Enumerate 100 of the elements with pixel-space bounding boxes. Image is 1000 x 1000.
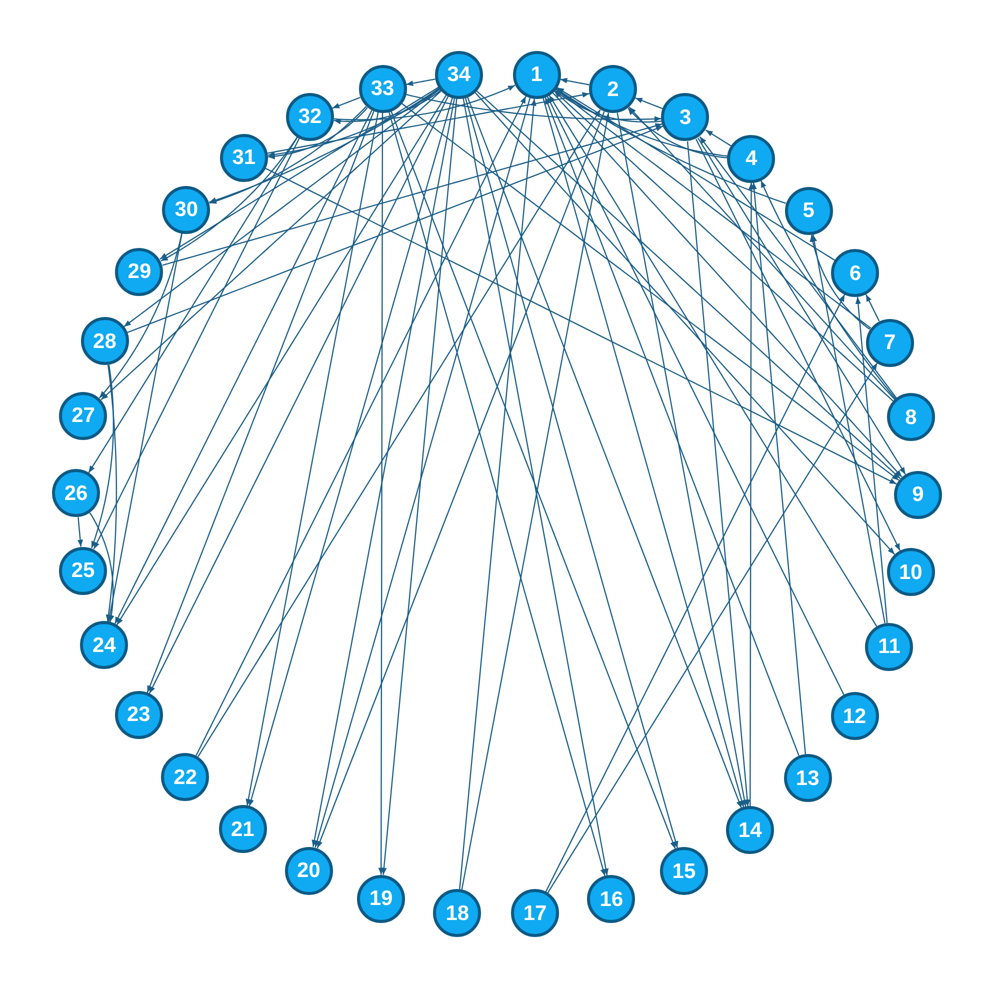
node-label: 21 [230,818,254,840]
arrow [160,136,298,262]
node-label: 22 [174,766,198,788]
node-label: 3 [680,106,692,128]
arrow [267,92,590,154]
arrow [388,112,606,876]
node-circle [80,317,129,366]
node-label: 14 [738,820,762,841]
arrow [209,106,367,204]
arrow [699,136,898,399]
arrow [114,110,372,624]
node-circle [52,469,100,518]
node-label: 15 [672,860,696,882]
arrow [459,98,536,890]
node-circle [886,393,935,442]
arrow [124,88,440,328]
arrow [106,364,118,622]
arrow [542,98,744,808]
arrow [90,364,114,548]
arrow [560,78,590,86]
arrow [93,138,300,550]
arrow [334,84,516,120]
arrow [381,98,458,875]
arrow [77,517,83,547]
arrow [751,182,806,754]
node-label: 26 [64,482,88,504]
arrow [628,106,896,400]
arrow [616,112,748,807]
arrow [464,98,678,848]
node-circle [59,546,108,595]
node-circle [661,93,710,142]
node-circle [59,392,108,440]
arrow [476,90,901,480]
node-label: 30 [174,199,198,220]
node-circle [162,186,210,234]
node-circle [894,470,942,519]
node-label: 27 [72,405,95,426]
node-label: 18 [446,902,470,924]
arrow [116,94,447,626]
node-circle [727,134,776,182]
node-label: 34 [447,64,471,86]
node-circle [866,318,914,367]
node-circle [434,50,483,99]
node-label: 16 [600,888,624,910]
arrow [748,182,754,806]
node-label: 25 [71,560,95,582]
arrow [160,86,439,260]
node-label: 2 [607,78,619,100]
arrow [88,136,298,474]
node-label: 6 [850,262,862,284]
arrow [126,126,664,334]
arrow [697,138,906,475]
node-circle [784,186,833,235]
node-circle [114,690,163,739]
node-label: 1 [530,64,542,86]
arrow [554,90,662,123]
node-circle [886,548,935,596]
arrow [332,96,360,109]
arrow [705,130,732,146]
arrow [107,233,183,622]
node-label: 29 [128,261,152,282]
arrow [401,102,900,481]
arrow [406,94,662,122]
node-circle [358,64,407,113]
arrow [556,87,836,261]
arrow [89,512,114,622]
arrow [209,88,440,203]
arrow [248,98,453,807]
node-circle [286,92,334,141]
arrow [334,90,442,124]
arrow [162,123,662,266]
arrow [556,88,786,204]
node-label: 19 [369,888,393,910]
node-label: 31 [232,147,256,168]
arrow [268,107,368,160]
node-label: 33 [370,78,394,100]
arrow [810,234,870,330]
node-label: 24 [92,634,116,656]
arrow [555,88,872,329]
arrow [760,180,896,400]
arrow [314,98,531,848]
node-circle [831,249,880,298]
node-label: 4 [745,148,758,169]
arrow [865,294,880,322]
arrow [695,138,901,551]
node-label: 13 [796,768,820,789]
arrow [686,141,750,807]
node-circle [115,248,164,296]
arrow [547,362,878,894]
node-label: 28 [93,330,116,352]
arrow [474,92,895,555]
node-label: 9 [912,484,924,506]
arrow [196,96,526,756]
node-label: 17 [523,902,547,924]
node-label: 12 [842,706,866,727]
arrow [268,88,440,158]
arrow [98,233,182,398]
arrow [265,168,897,485]
node-circle [512,50,561,99]
arrow [855,296,888,623]
